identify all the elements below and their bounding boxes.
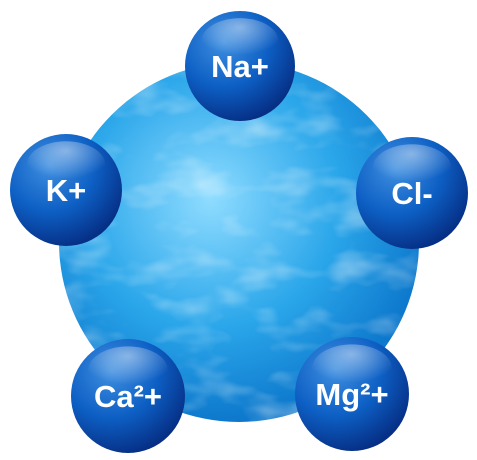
ion-label: Mg²+ [315,377,388,412]
sphere-highlight [88,346,168,395]
ion-label: Ca²+ [94,379,162,414]
ion-bubbles: Na+ Cl- Mg²+ Ca²+ K+ [10,11,468,453]
ion-bubble-mg: Mg²+ [295,337,409,451]
ion-bubble-cl: Cl- [356,137,468,249]
sphere-highlight [372,144,452,192]
sphere-highlight [201,18,279,65]
ion-bubble-ca: Ca²+ [71,339,185,453]
ion-label: Cl- [391,176,432,211]
ion-label: Na+ [211,49,269,84]
sphere-highlight [26,141,106,189]
ion-label: K+ [46,173,87,208]
sphere-highlight [312,344,392,393]
ion-bubble-na: Na+ [185,11,295,121]
ion-bubble-k: K+ [10,134,122,246]
